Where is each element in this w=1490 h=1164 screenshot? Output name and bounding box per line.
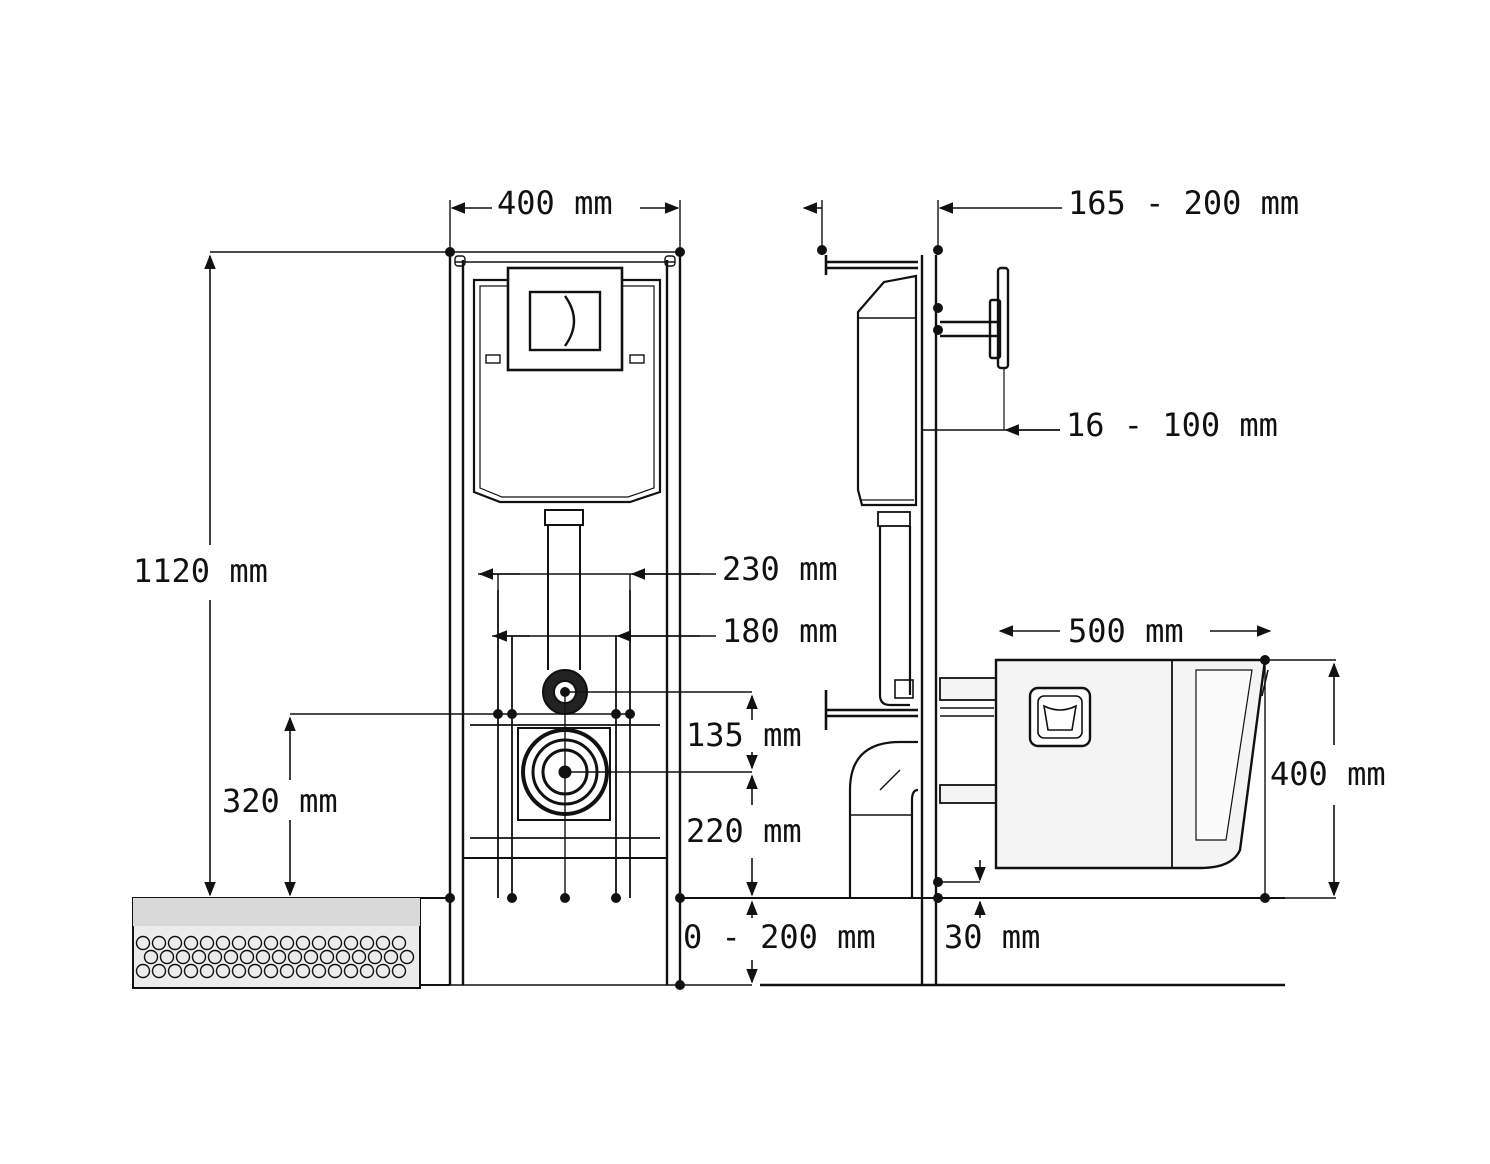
dim-pipe-offsets: 135 mm 220 mm (564, 691, 802, 898)
dim-floor-range: 0 - 200 mm (445, 893, 876, 990)
flush-pipe (544, 509, 584, 670)
side-view: 165 - 200 mm 16 - 100 mm 500 mm (760, 184, 1386, 987)
insulation-bubble (375, 963, 391, 979)
dim-bowl-length: 500 mm (998, 612, 1272, 650)
label-bowl-height: 400 mm (1270, 755, 1386, 793)
dim-button-depth: 16 - 100 mm (922, 303, 1278, 444)
insulation-bubble (359, 963, 375, 979)
label-frame-height: 1120 mm (133, 552, 268, 590)
insulation-bubble (167, 963, 183, 979)
insulation-bubble (215, 963, 231, 979)
insulation-bubble (311, 963, 327, 979)
dim-frame-height: 1120 mm (133, 251, 450, 897)
side-floor-lines (760, 897, 1285, 987)
insulation-bubble (231, 935, 247, 951)
insulation-bubble (327, 935, 343, 951)
insulation-bubble (295, 963, 311, 979)
dim-frame-depth: 165 - 200 mm (802, 184, 1299, 255)
insulation-bubble (199, 935, 215, 951)
insulation-bubble (263, 935, 279, 951)
insulation-bubble (207, 949, 223, 965)
bottom-anchor-rod (824, 690, 994, 730)
insulation-bubble (295, 935, 311, 951)
cistern-side (856, 274, 918, 707)
dim-inner-spacing: 180 mm (492, 612, 838, 650)
insulation-bubble (343, 963, 359, 979)
insulation-bubble (151, 935, 167, 951)
insulation-bubble (383, 949, 399, 965)
insulation-bubble (335, 949, 351, 965)
label-outer-spacing: 230 mm (722, 550, 838, 588)
insulation-bubble (215, 935, 231, 951)
dim-drain-height: 320 mm (222, 709, 635, 897)
insulation-bubble (351, 949, 367, 965)
insulation-bubble (367, 949, 383, 965)
label-waste-height: 220 mm (686, 812, 802, 850)
insulation-bubble (399, 949, 415, 965)
insulation-bubble (359, 935, 375, 951)
insulation-bubble (311, 935, 327, 951)
insulation-bubble (159, 949, 175, 965)
insulation-bubble (279, 963, 295, 979)
insulation-bubble (191, 949, 207, 965)
insulation-bubble (135, 963, 151, 979)
label-floor-range: 0 - 200 mm (683, 918, 876, 956)
dim-frame-width: 400 mm (445, 184, 685, 257)
insulation-bubble (199, 963, 215, 979)
insulation-bubble (239, 949, 255, 965)
insulation-bubble (279, 935, 295, 951)
insulation-bubble (287, 949, 303, 965)
insulation-bubble (263, 963, 279, 979)
insulation-bubble (391, 963, 407, 979)
mounting-frame (448, 251, 682, 986)
insulation-bubble (319, 949, 335, 965)
insulation-bubble (183, 935, 199, 951)
label-frame-width: 400 mm (497, 184, 613, 222)
cistern-tank (472, 278, 662, 504)
label-pipe-offset: 135 mm (686, 716, 802, 754)
label-floor-gap: 30 mm (944, 918, 1040, 956)
insulation-bubble (343, 935, 359, 951)
insulation-bubble (247, 963, 263, 979)
insulation-bubble (135, 935, 151, 951)
label-frame-depth: 165 - 200 mm (1068, 184, 1299, 222)
flush-plate (506, 266, 624, 372)
insulation-bubble (175, 949, 191, 965)
waste-outlet (517, 727, 611, 821)
insulation-bubble (231, 963, 247, 979)
flush-button-side (940, 266, 1010, 430)
label-inner-spacing: 180 mm (722, 612, 838, 650)
insulation-bubble (151, 963, 167, 979)
label-button-depth: 16 - 100 mm (1066, 406, 1278, 444)
floor-block (132, 897, 421, 989)
dim-floor-gap: 30 mm (933, 860, 1040, 956)
dim-bowl-height: 400 mm (1260, 655, 1386, 903)
insulation-bubble (375, 935, 391, 951)
insulation-bubble (167, 935, 183, 951)
label-drain-height: 320 mm (222, 782, 338, 820)
bowl-connector (939, 677, 997, 804)
insulation-bubble (255, 949, 271, 965)
dim-outer-spacing: 230 mm (478, 550, 838, 590)
wall-hung-bowl (994, 658, 1269, 898)
insulation-bubble (327, 963, 343, 979)
insulation-bubble (183, 963, 199, 979)
insulation-bubble (143, 949, 159, 965)
insulation-bubble (271, 949, 287, 965)
insulation-bubble (303, 949, 319, 965)
insulation-bubble (391, 935, 407, 951)
waste-elbow (848, 740, 919, 898)
front-view: 400 mm 1120 mm 230 mm 180 mm (132, 184, 876, 990)
wall-line (920, 255, 938, 985)
insulation-bubble (223, 949, 239, 965)
label-bowl-length: 500 mm (1068, 612, 1184, 650)
insulation-bubble (247, 935, 263, 951)
top-anchor-rod (824, 255, 918, 275)
